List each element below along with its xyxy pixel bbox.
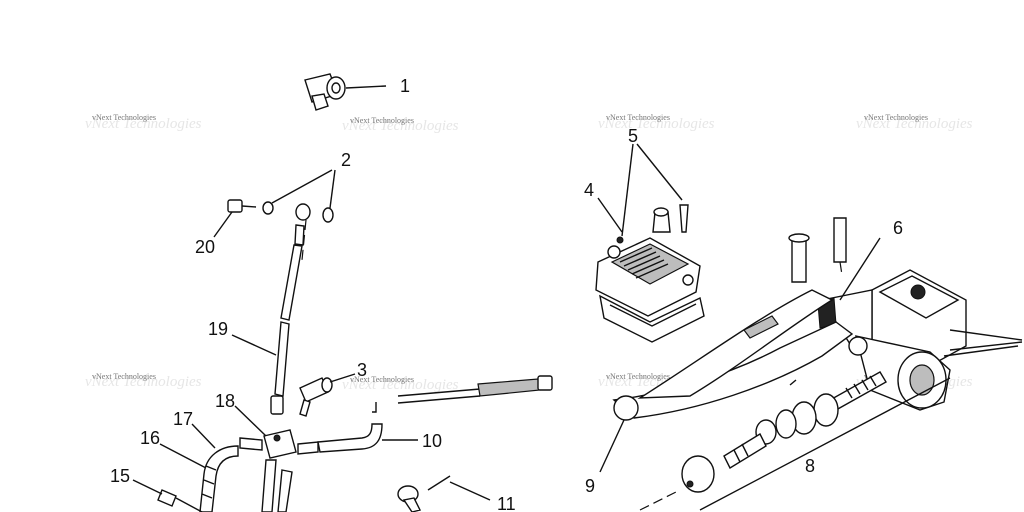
- callout-18: 18: [215, 391, 235, 411]
- watermark-text: vNext Technologies: [92, 372, 156, 381]
- watermark-ghost: vNext Technologies: [85, 116, 202, 132]
- watermark: vNext Technologies vNext Technologies: [342, 116, 459, 134]
- callout-10: 10: [422, 431, 442, 451]
- callout-3: 3: [357, 360, 367, 380]
- callout-6: 6: [893, 218, 903, 238]
- watermark-text: vNext Technologies: [350, 116, 414, 125]
- part-push-rod-assembly: [639, 371, 951, 511]
- part-brake-lever: [599, 289, 868, 473]
- watermark: vNext Technologies vNext Technologies: [85, 113, 202, 132]
- callout-4: 4: [584, 180, 594, 200]
- part-reservoir-cover: [595, 143, 705, 343]
- watermark-ghost: vNext Technologies: [598, 116, 715, 132]
- watermark-ghost: vNext Technologies: [85, 374, 202, 390]
- watermark-ghost: vNext Technologies: [342, 118, 459, 134]
- watermark-text: vNext Technologies: [864, 113, 928, 122]
- callout-2: 2: [341, 150, 351, 170]
- part-switch-fitting: [299, 373, 356, 417]
- part-master-cylinder: [788, 217, 1023, 411]
- watermark: vNext Technologies vNext Technologies: [85, 372, 202, 390]
- watermark: vNext Technologies vNext Technologies: [598, 113, 715, 132]
- callout-5: 5: [628, 126, 638, 146]
- callout-11: 11: [497, 494, 516, 512]
- watermark: vNext Technologies vNext Technologies: [342, 375, 459, 393]
- callout-labels: 1 2 3 4 5 6 8 9 10 11 15 16 17 18 19 20: [110, 76, 903, 512]
- watermark: vNext Technologies vNext Technologies: [856, 113, 973, 132]
- callout-15: 15: [110, 466, 130, 486]
- callout-9: 9: [585, 476, 595, 496]
- watermark-text: vNext Technologies: [92, 113, 156, 122]
- part-banjo-bolt-washers: [213, 169, 336, 261]
- part-hose-clamp: [397, 475, 491, 512]
- part-junction-block: [234, 405, 319, 459]
- callout-16: 16: [140, 428, 160, 448]
- callout-8: 8: [805, 456, 815, 476]
- part-brake-line-right: [372, 375, 553, 413]
- callout-19: 19: [208, 319, 228, 339]
- callout-1: 1: [400, 76, 410, 96]
- part-tee-fitting: [304, 73, 387, 111]
- callout-17: 17: [173, 409, 193, 429]
- callout-20: 20: [195, 237, 215, 257]
- watermark-text: vNext Technologies: [606, 113, 670, 122]
- part-elbow-line: [317, 423, 418, 453]
- watermark-text: vNext Technologies: [350, 375, 414, 384]
- watermark-ghost: vNext Technologies: [342, 377, 459, 393]
- part-brake-hose-upper: [231, 224, 305, 415]
- watermark-ghost: vNext Technologies: [856, 116, 973, 132]
- watermark-text: vNext Technologies: [606, 372, 670, 381]
- part-brake-hose-lower: [132, 423, 293, 512]
